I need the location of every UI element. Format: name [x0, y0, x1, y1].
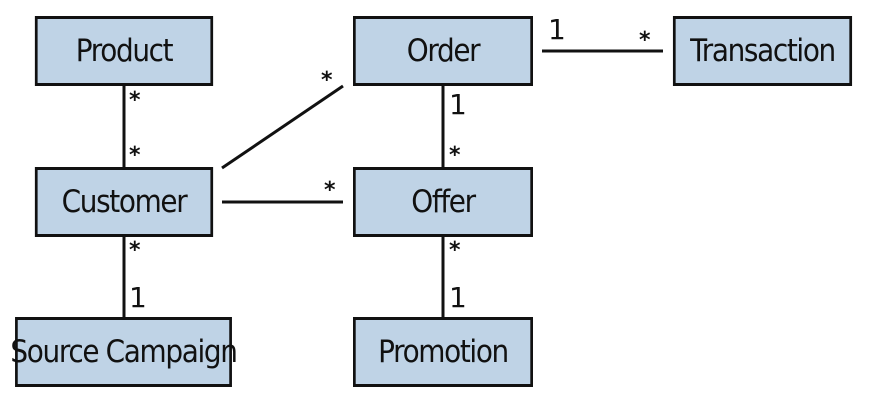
multiplicity-order-end-transaction: 1 — [548, 13, 566, 46]
multiplicity-offer-end-promotion: * — [449, 238, 461, 263]
entity-promotion: Promotion — [353, 317, 533, 387]
multiplicity-promotion-end: 1 — [449, 281, 467, 314]
entity-source-campaign: Source Campaign — [10, 317, 238, 387]
multiplicity-transaction-end: * — [639, 28, 651, 53]
edge-customer-order — [221, 84, 344, 170]
multiplicity-customer-end-product: * — [129, 143, 141, 168]
multiplicity-order-end-customer: * — [321, 68, 333, 93]
multiplicity-source-campaign-end: 1 — [129, 281, 147, 314]
entity-product: Product — [34, 16, 214, 86]
entity-offer: Offer — [353, 167, 533, 237]
multiplicity-product-end: * — [129, 88, 141, 113]
multiplicity-offer-end-customer: * — [324, 178, 336, 203]
multiplicity-order-end-offer: 1 — [449, 88, 467, 121]
entity-customer: Customer — [34, 167, 214, 237]
entity-order: Order — [353, 16, 533, 86]
multiplicity-offer-end-order: * — [449, 143, 461, 168]
entity-transaction: Transaction — [672, 16, 853, 86]
multiplicity-customer-end-source: * — [129, 238, 141, 263]
